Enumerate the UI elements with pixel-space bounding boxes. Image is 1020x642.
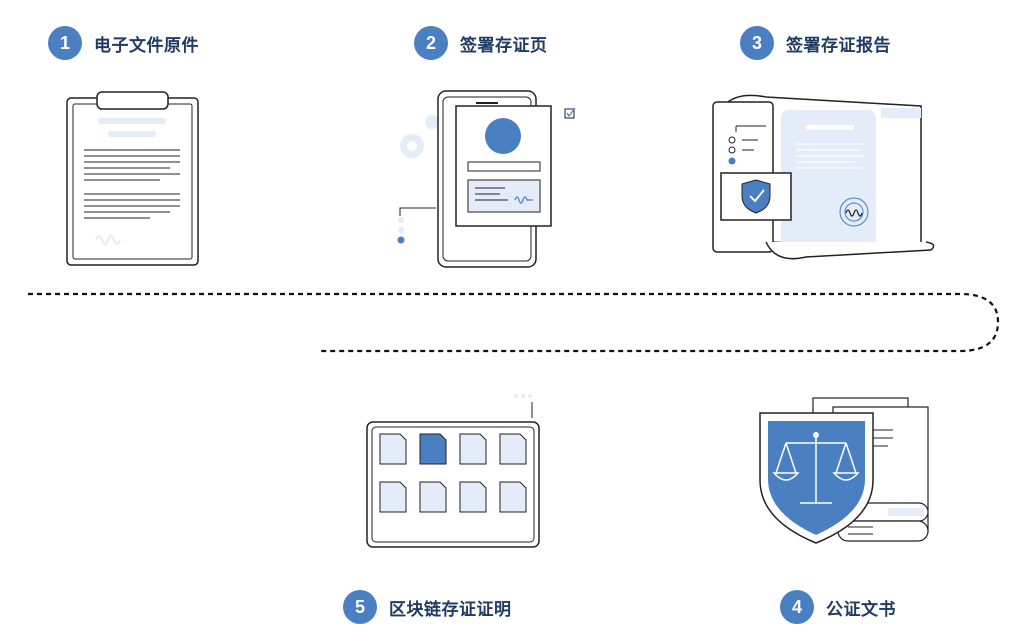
step-1-label: 电子文件原件 bbox=[94, 35, 199, 56]
step-3-badge: 3 bbox=[740, 26, 774, 60]
file-icon bbox=[379, 433, 407, 465]
file-icon bbox=[379, 481, 407, 513]
step-4-label: 公证文书 bbox=[826, 599, 896, 620]
clipboard-document-icon bbox=[66, 91, 199, 266]
file-icon bbox=[499, 481, 527, 513]
blockchain-files-icon bbox=[366, 394, 540, 548]
step-2-label: 签署存证页 bbox=[460, 35, 548, 56]
step-5: 5 区块链存证证明 bbox=[343, 590, 512, 624]
step-4-badge: 4 bbox=[780, 590, 814, 624]
step-1: 1 电子文件原件 bbox=[48, 26, 199, 60]
step-1-badge: 1 bbox=[48, 26, 82, 60]
step-3-label: 签署存证报告 bbox=[786, 35, 891, 56]
file-icon bbox=[459, 481, 487, 513]
step-5-label: 区块链存证证明 bbox=[389, 599, 512, 620]
file-icon bbox=[419, 481, 447, 513]
step-4: 4 公证文书 bbox=[780, 590, 896, 624]
certificate-report-icon bbox=[712, 94, 935, 260]
step-3: 3 签署存证报告 bbox=[740, 26, 891, 60]
step-5-badge: 5 bbox=[343, 590, 377, 624]
file-icon bbox=[499, 433, 527, 465]
file-icon bbox=[459, 433, 487, 465]
justice-shield-icon bbox=[759, 397, 929, 544]
step-2-badge: 2 bbox=[414, 26, 448, 60]
step-2: 2 签署存证页 bbox=[414, 26, 548, 60]
phone-signature-icon bbox=[397, 90, 576, 268]
file-icon bbox=[419, 433, 447, 465]
